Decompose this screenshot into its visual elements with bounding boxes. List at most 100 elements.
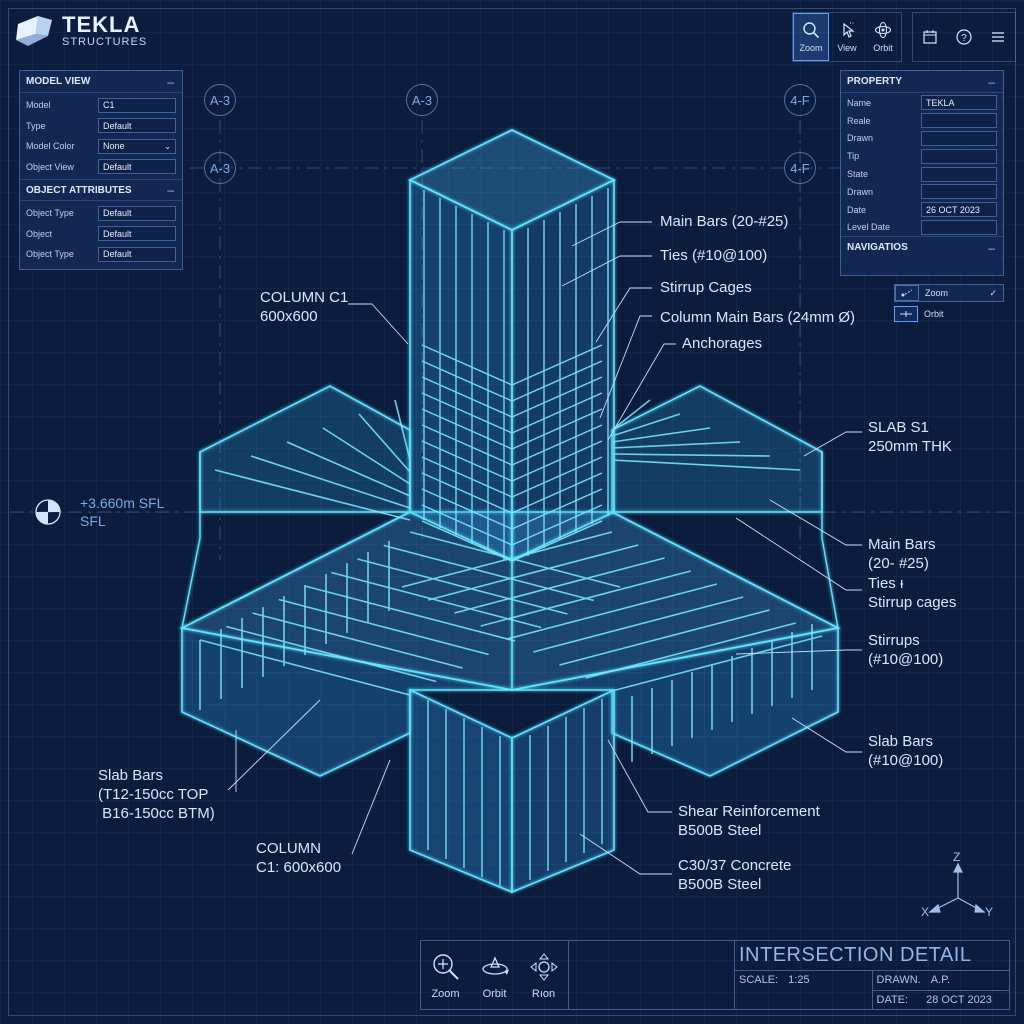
zoom-drag-icon [895,285,919,301]
axis-z-label: Z [953,850,961,864]
property-tip-field[interactable] [921,148,997,164]
check-icon: ✓ [989,287,997,298]
title-block: Zoom Orbit Rıon INTERSECTION DETAIL SCAL… [420,940,1010,1010]
axis-x-label: X [921,905,930,919]
object-view-field[interactable]: Default [98,159,176,175]
property-date-field[interactable]: 26 OCT 2023 [921,202,997,218]
model-view-header: MODEL VIEW – [20,71,182,93]
zoom-tool-button[interactable]: Zoom [793,13,829,61]
property-name-field[interactable]: TEKLA [921,95,997,111]
title-block-spacer [569,941,735,1009]
level-marker-sfl: SFL [80,513,106,529]
callout-column-bottom: COLUMN [256,840,322,857]
tekla-logo-icon [16,16,52,46]
orbit-line-icon [894,306,918,322]
bottom-pan-button[interactable]: Rıon [529,952,559,1000]
bottom-tool-group: Zoom Orbit Rıon [421,941,569,1009]
navigation-collapse-button[interactable]: – [988,240,995,255]
model-color-select[interactable]: None⌄ [98,138,176,154]
object-attributes-title: OBJECT ATTRIBUTES [26,184,132,196]
callout-slab-bars-right-spec: (#10@100) [868,752,944,769]
property-collapse-button[interactable]: – [988,74,995,89]
callout-main-bars-right: Main Bars [868,536,936,553]
chevron-down-icon: ⌄ [164,141,171,151]
callout-slab-bars-left: Slab Bars [98,767,164,784]
callout-shear-reinforcement: Shear Reinforcement [678,803,820,820]
bottom-zoom-label: Zoom [431,988,460,1000]
navigation-header: NAVIGATIOS – [841,236,1003,258]
property-row-tip: Tip [841,147,1003,165]
callout-slab-s1-thk: 250mm THK [868,438,952,455]
grid-bubble-4f-1: 4-F [784,84,816,116]
scale-value: 1:25 [788,974,810,987]
bottom-zoom-button[interactable]: Zoom [431,952,461,1000]
callout-concrete: C30/37 Concrete [678,857,792,874]
nav-orbit-item[interactable]: Orbit [894,306,944,322]
grid-bubble-a3-1: A-3 [204,84,236,116]
navigation-title: NAVIGATIOS [847,242,908,254]
object-attributes-collapse-button[interactable]: – [167,183,174,197]
callout-slab-bars-right: Slab Bars [868,733,934,750]
property-drawn-field-2[interactable] [921,184,997,200]
callout-shear-steel: B500B Steel [678,822,762,839]
property-reale-field[interactable] [921,113,997,129]
property-row-state: State [841,165,1003,183]
object-attributes-header: OBJECT ATTRIBUTES – [20,179,182,201]
top-toolbar: Zoom View Orbit ? [792,12,1024,62]
callout-anchorages: Anchorages [682,335,763,352]
app-logo: TEKLA STRUCTURES [16,14,147,48]
orbit-icon [874,21,892,39]
scale-cell: SCALE:1:25 [739,974,810,987]
object-type-field-2[interactable]: Default [98,246,176,262]
callout-slab-s1-title: SLAB S1 [868,419,929,436]
property-header: PROPERTY – [841,71,1003,93]
drawn-cell: DRAWN.A.P. [876,974,951,987]
property-row-level-date: Level Date [841,219,1003,237]
svg-text:?: ? [961,33,967,44]
property-row-reale: Reale [841,112,1003,130]
property-drawn-field[interactable] [921,130,997,146]
view-tool-button[interactable]: View [829,13,865,61]
nav-zoom-item[interactable]: Zoom ✓ [894,284,1004,302]
object-type-field[interactable]: Default [98,205,176,221]
property-level-date-field[interactable] [921,219,997,235]
level-marker-elevation: +3.660m SFL [80,495,165,511]
callout-main-bars-top: Main Bars (20-#25) [660,213,789,230]
bottom-orbit-button[interactable]: Orbit [480,952,510,1000]
drawn-value: A.P. [930,974,951,987]
model-view-collapse-button[interactable]: – [167,74,174,89]
app-title: TEKLA [62,12,141,37]
property-state-field[interactable] [921,166,997,182]
orbit-tool-button[interactable]: Orbit [865,13,901,61]
grid-bubble-a3-3: A-3 [204,152,236,184]
axis-y-label: Y [985,905,994,919]
orbit-icon [481,956,509,975]
callout-main-bars-right-size: (20- #25) [868,555,929,572]
menu-button[interactable] [981,13,1015,61]
model-field[interactable]: C1 [98,97,176,113]
type-field[interactable]: Default [98,118,176,134]
callout-column-bottom-size: C1: 600x600 [256,859,342,876]
calendar-button[interactable] [913,13,947,61]
object-field[interactable]: Default [98,226,176,242]
app-subtitle: STRUCTURES [62,36,148,48]
date-value: 28 OCT 2023 [926,993,992,1006]
help-icon: ? [956,29,972,45]
grid-bubble-4f-2: 4-F [784,152,816,184]
callout-ties-right: Ties ᵻ [868,575,904,592]
property-row-drawn-2: Drawn [841,183,1003,201]
grid-bubble-a3-2: A-3 [406,84,438,116]
zoom-tool-label: Zoom [799,43,823,53]
help-button[interactable]: ? [947,13,981,61]
utility-tool-group: ? [912,12,1016,62]
pan-icon [529,953,558,981]
